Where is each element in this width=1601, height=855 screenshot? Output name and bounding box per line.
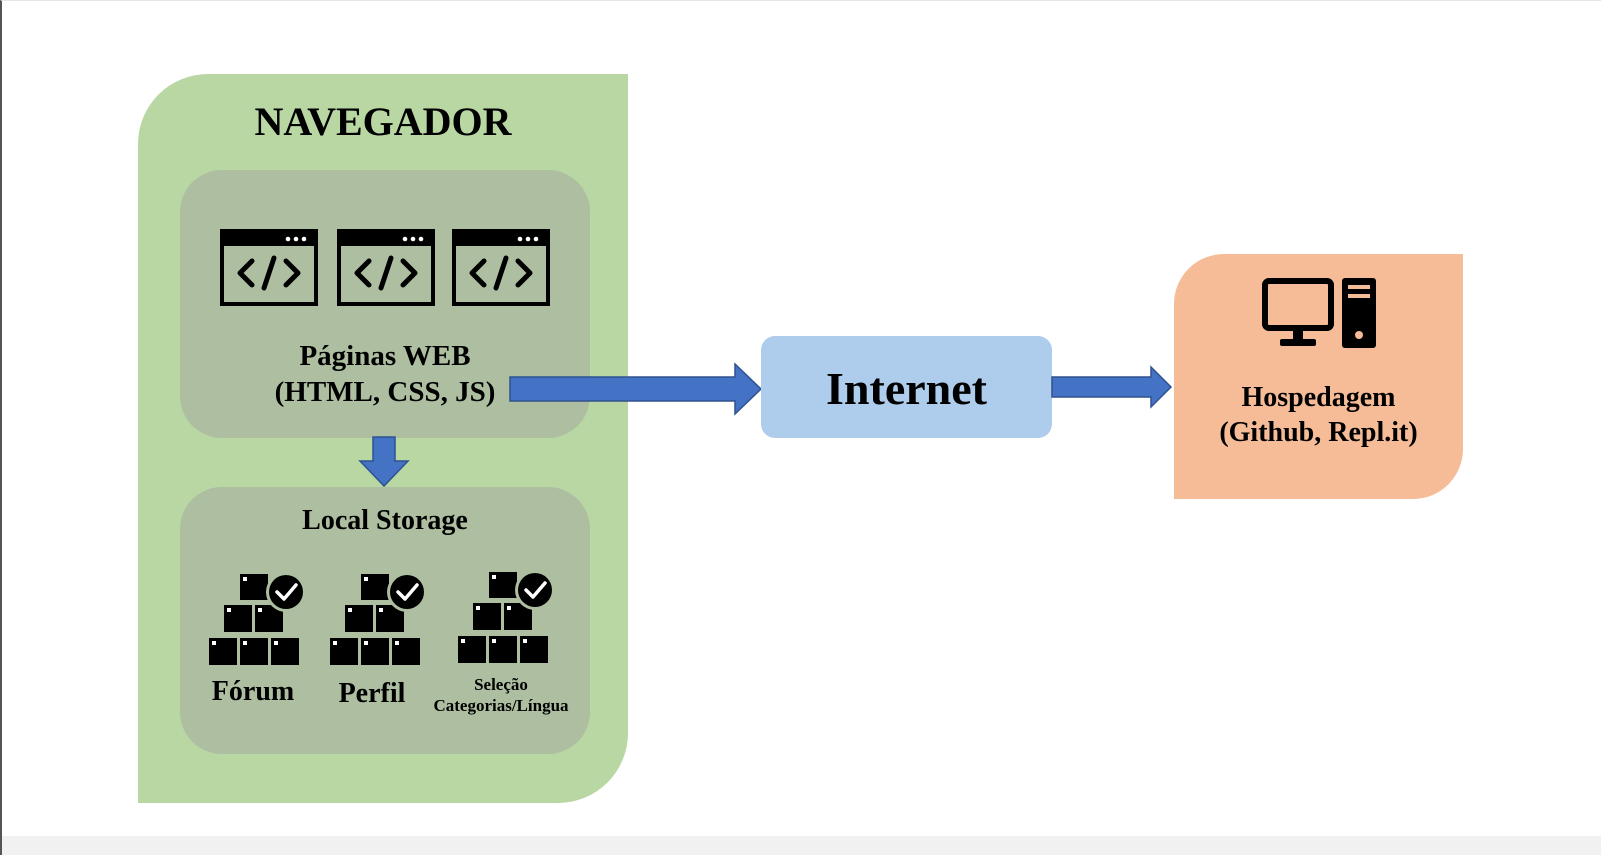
bottom-band (2, 836, 1601, 855)
storage-item-selecao-line2: Categorias/Língua (433, 696, 569, 715)
code-window-icon (220, 229, 318, 306)
paginas-web-title: Páginas WEB (299, 340, 471, 372)
boxes-check-icon (209, 572, 304, 665)
arrow-down-icon (358, 436, 410, 488)
hospedagem-label: Hospedagem (Github, Repl.it) (1174, 380, 1463, 450)
storage-item-forum-label: Fórum (211, 676, 295, 707)
code-window-icon (337, 229, 435, 306)
storage-item-selecao-line1: Seleção (474, 675, 528, 694)
storage-item-perfil-label: Perfil (338, 678, 406, 709)
desktop-computer-icon (1262, 278, 1376, 348)
paginas-web-label: Páginas WEB (HTML, CSS, JS) (180, 338, 590, 410)
local-storage-title: Local Storage (302, 505, 468, 536)
code-window-icon (452, 229, 550, 306)
storage-item-selecao-label: Seleção Categorias/Língua (418, 674, 584, 716)
arrow-right-icon (1051, 365, 1173, 409)
boxes-check-icon (458, 570, 553, 663)
paginas-web-tech: (HTML, CSS, JS) (274, 376, 496, 408)
arrow-right-icon (509, 362, 763, 416)
hospedagem-providers: (Github, Repl.it) (1219, 417, 1418, 448)
internet-label: Internet (826, 363, 987, 414)
boxes-check-icon (330, 572, 425, 665)
internet-box (761, 336, 1052, 438)
navegador-title: NAVEGADOR (254, 99, 512, 144)
hospedagem-title: Hospedagem (1241, 382, 1396, 413)
